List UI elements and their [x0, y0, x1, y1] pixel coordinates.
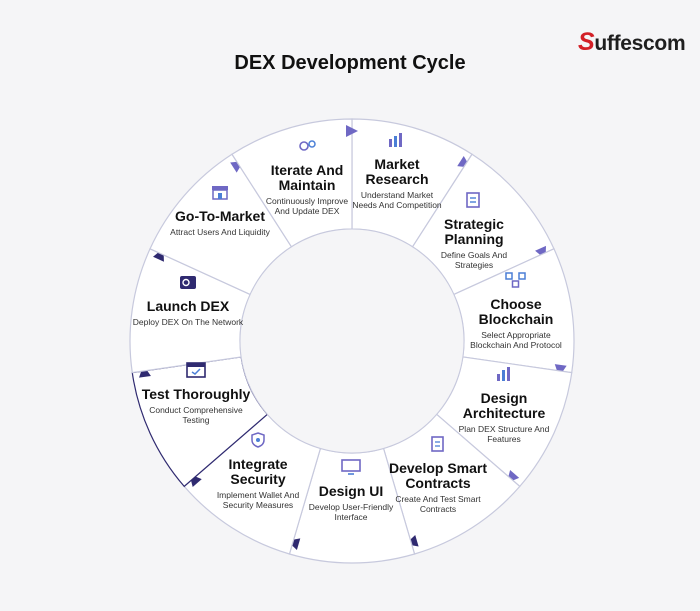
step-name: Design Architecture [462, 390, 546, 421]
step-strategic-planning: Strategic Planning Define Goals And Stra… [428, 192, 520, 270]
step-test-thoroughly: Test Thoroughly Conduct Comprehensive Te… [136, 362, 256, 425]
planning-icon [428, 192, 520, 213]
step-name: Go-To-Market [175, 208, 265, 224]
step-desc: Understand Market Needs And Competition [352, 190, 442, 210]
brand-logo-initial: S [578, 28, 595, 56]
arrow-marker [346, 125, 358, 137]
step-launch-dex: Launch DEX Deploy DEX On The Network [128, 274, 248, 327]
step-market-research: Market Research Understand Market Needs … [352, 132, 442, 210]
step-name: Choose Blockchain [478, 296, 554, 327]
step-choose-blockchain: Choose Blockchain Select Appropriate Blo… [468, 272, 564, 350]
gears-icon [262, 138, 352, 159]
step-name: Integrate Security [228, 456, 288, 487]
step-desc: Define Goals And Strategies [440, 250, 508, 270]
step-name: Strategic Planning [444, 216, 504, 247]
wallet-icon [128, 274, 248, 295]
step-develop-smart-contracts: Develop Smart Contracts Create And Test … [386, 436, 490, 514]
store-icon [160, 184, 280, 205]
step-name: Launch DEX [146, 298, 230, 314]
step-integrate-security: Integrate Security Implement Wallet And … [210, 432, 306, 510]
step-name: Develop Smart Contracts [388, 460, 488, 491]
page-title: DEX Development Cycle [234, 52, 466, 74]
step-desc: Conduct Comprehensive Testing [149, 405, 243, 425]
brand-logo-text: uffescom [594, 32, 686, 55]
contract-icon [386, 436, 490, 457]
step-design-ui: Design UI Develop User-Friendly Interfac… [306, 459, 396, 522]
step-desc: Continuously Improve And Update DEX [265, 196, 349, 216]
step-desc: Plan DEX Structure And Features [458, 424, 550, 444]
architecture-icon [456, 366, 552, 387]
step-name: Iterate And Maintain [270, 162, 344, 193]
brand-logo: Suffescom [578, 28, 686, 57]
monitor-icon [306, 459, 396, 480]
blockchain-icon [468, 272, 564, 293]
step-iterate-and-maintain: Iterate And Maintain Continuously Improv… [262, 138, 352, 216]
test-window-icon [136, 362, 256, 383]
step-go-to-market: Go-To-Market Attract Users And Liquidity [160, 184, 280, 237]
research-icon [352, 132, 442, 153]
step-design-architecture: Design Architecture Plan DEX Structure A… [456, 366, 552, 444]
step-desc: Create And Test Smart Contracts [395, 494, 481, 514]
step-name: Market Research [365, 156, 429, 187]
step-desc: Implement Wallet And Security Measures [216, 490, 300, 510]
step-name: Design UI [318, 483, 384, 499]
step-desc: Develop User-Friendly Interface [308, 502, 394, 522]
step-name: Test Thoroughly [141, 386, 251, 402]
shield-icon [210, 432, 306, 453]
center-hole [239, 228, 465, 454]
step-desc: Attract Users And Liquidity [170, 227, 270, 237]
step-desc: Deploy DEX On The Network [132, 317, 244, 327]
step-desc: Select Appropriate Blockchain And Protoc… [470, 330, 562, 350]
